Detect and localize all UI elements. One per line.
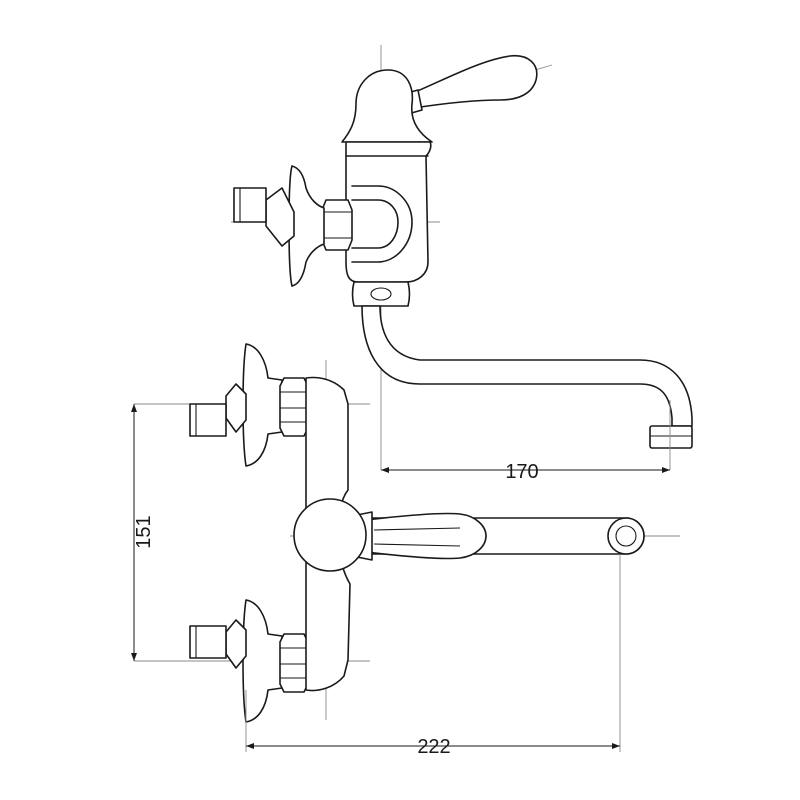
dim-151-label: 151 <box>133 515 155 548</box>
dim-151-arrow-top <box>131 404 137 412</box>
top-wall-flange <box>288 165 325 287</box>
upper-inlet-block <box>189 403 227 437</box>
top-aerator <box>649 425 693 449</box>
dim-151-arrow-bottom <box>131 653 137 661</box>
top-spout <box>361 305 693 427</box>
upper-wall-flange <box>242 343 283 467</box>
top-dome-cap <box>341 69 433 143</box>
front-lever-line-2 <box>373 543 461 547</box>
top-lower-ring <box>351 281 411 307</box>
dim-222-arrow-left <box>246 743 254 749</box>
lower-wall-flange <box>242 599 283 723</box>
top-view <box>231 45 693 470</box>
dim-222-arrow-right <box>612 743 620 749</box>
top-u-bend-inner <box>351 199 399 249</box>
dimension-170: 170 <box>381 461 670 483</box>
top-u-bend-outer <box>351 185 413 263</box>
top-lever-handle <box>407 55 538 109</box>
dim-170-arrow-right <box>662 467 670 473</box>
dim-170-label: 170 <box>505 461 538 483</box>
top-eccentric-connector <box>265 187 295 247</box>
top-hex-nut <box>321 199 353 251</box>
front-view <box>134 343 680 723</box>
upper-eccentric-connector <box>225 383 247 433</box>
front-dome-knob <box>293 498 367 572</box>
front-lever-line-1 <box>373 527 461 531</box>
lower-inlet-block <box>189 625 227 659</box>
upper-hex-nut <box>279 377 309 437</box>
top-ring-oval <box>370 287 392 301</box>
top-inlet-block <box>233 187 267 223</box>
front-spout-end-ring <box>607 517 645 555</box>
top-body-column <box>345 141 432 283</box>
dim-170-arrow-left <box>381 467 389 473</box>
front-spout-end-inner <box>615 525 637 547</box>
lower-hex-nut <box>279 633 309 693</box>
dimension-222: 222 <box>245 554 621 758</box>
dim-222-label: 222 <box>417 736 450 758</box>
front-lever-handle <box>365 512 487 560</box>
dimension-151: 151 <box>131 404 155 661</box>
